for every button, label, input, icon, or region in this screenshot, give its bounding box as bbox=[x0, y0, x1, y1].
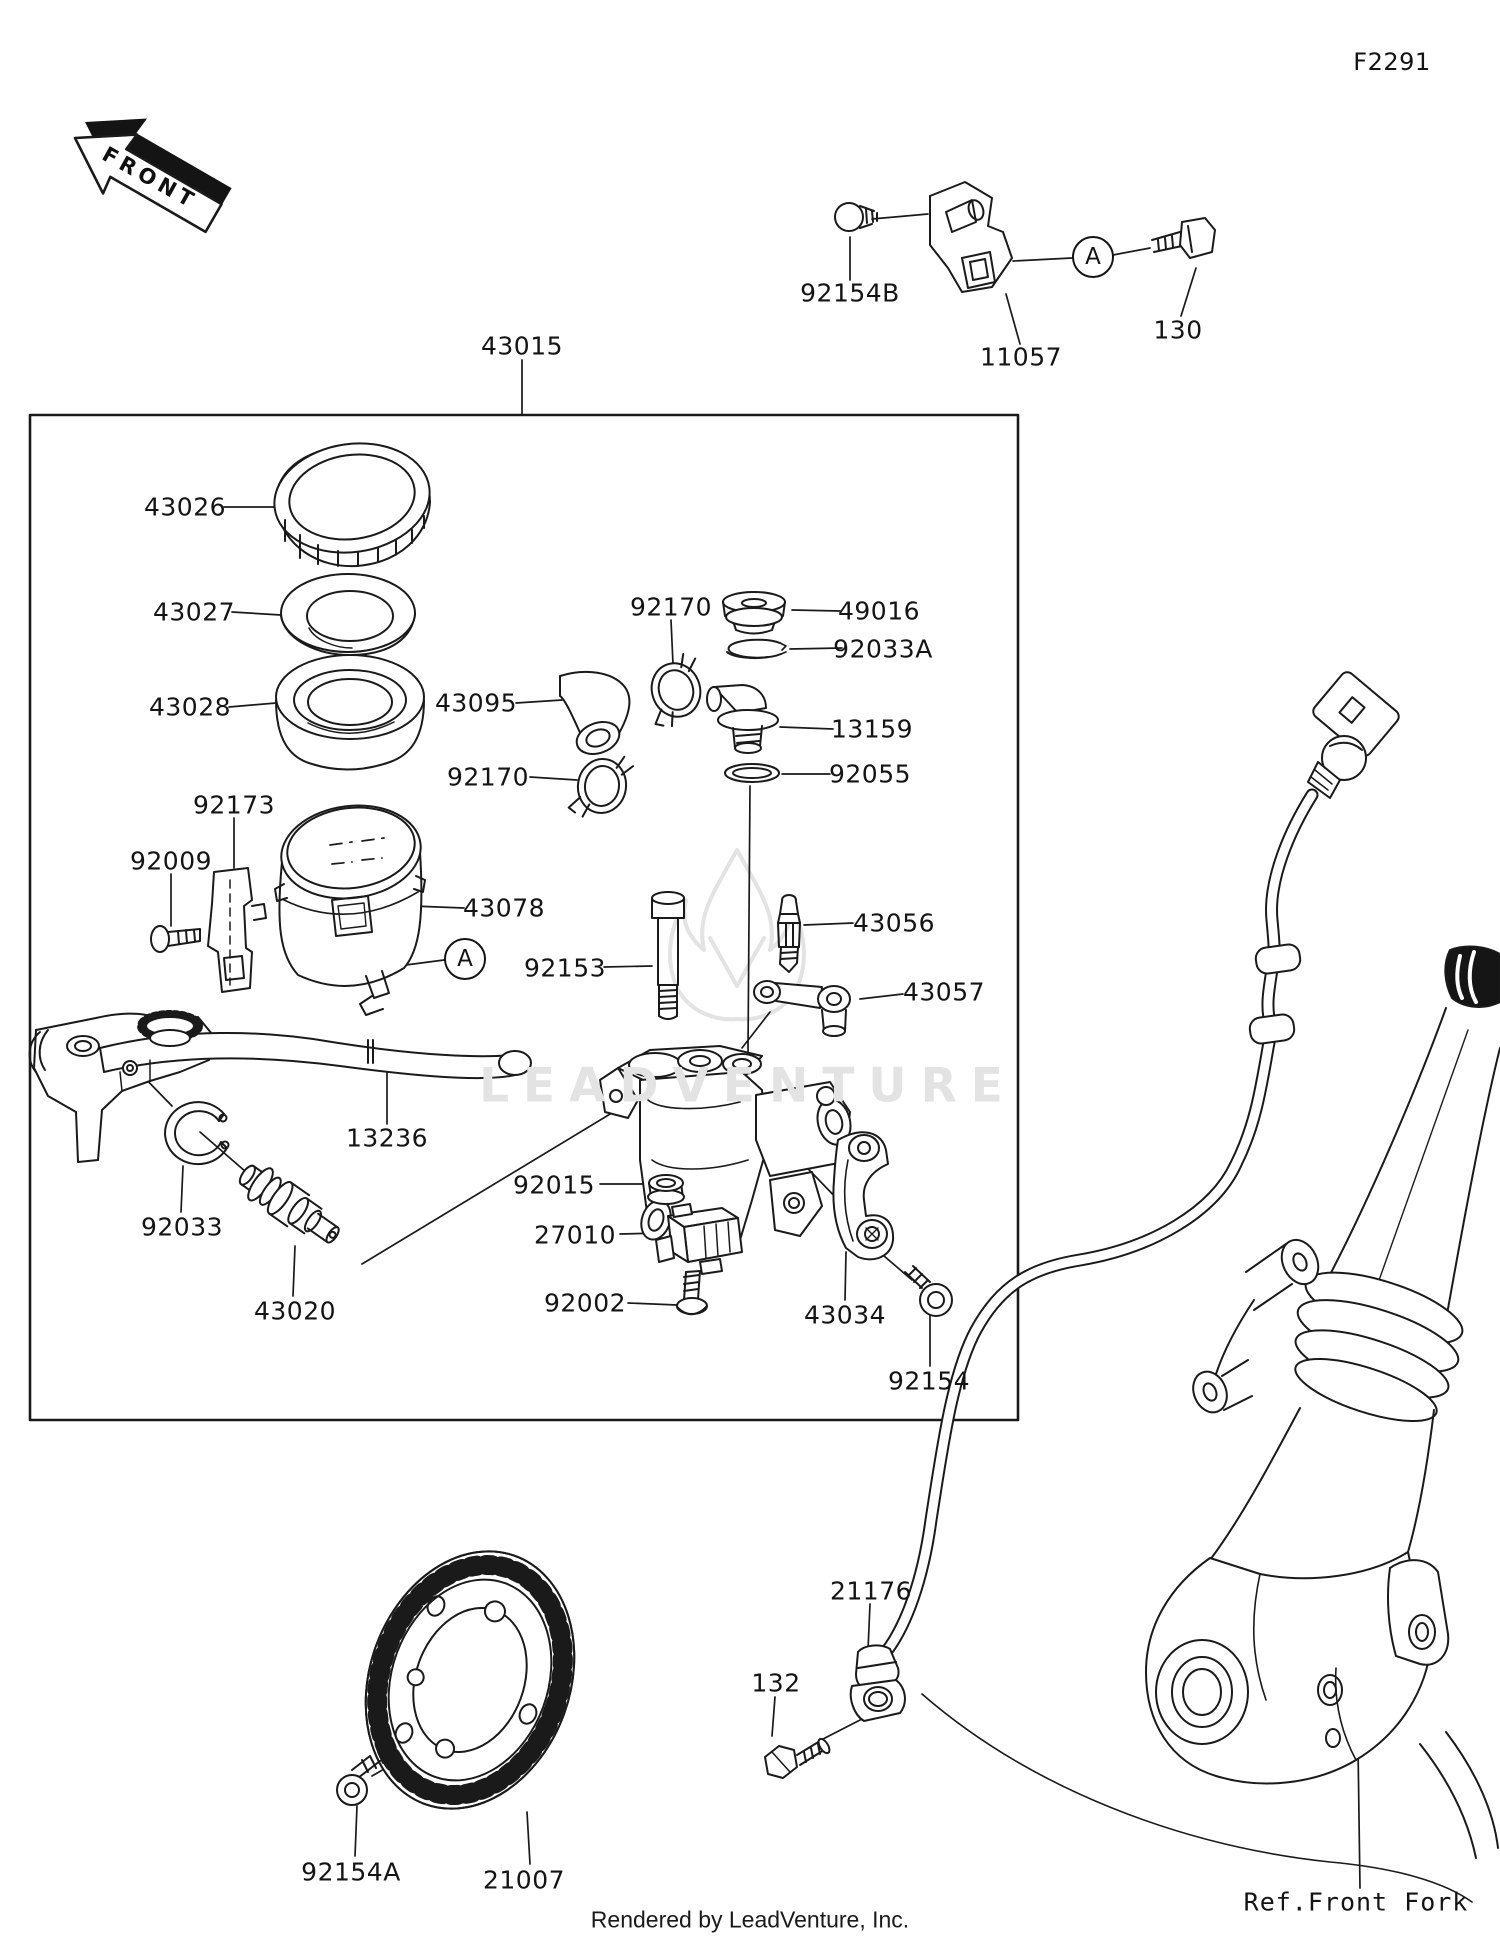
part-label-43028: 43028 bbox=[148, 692, 232, 722]
brake-joint-drawing bbox=[753, 980, 851, 1037]
grommet-drawing bbox=[722, 591, 786, 635]
part-label-43020: 43020 bbox=[253, 1296, 337, 1326]
leader-lines bbox=[136, 213, 1361, 1889]
clamp-bolt-drawing bbox=[904, 1265, 953, 1317]
part-label-92015: 92015 bbox=[512, 1170, 596, 1200]
part-label-11057: 11057 bbox=[979, 342, 1063, 372]
figure-code: F2291 bbox=[1353, 48, 1431, 76]
abs-sensor-drawing bbox=[849, 1644, 906, 1722]
bracket-screw-drawing bbox=[150, 925, 201, 953]
watermark-text: LEADVENTURE bbox=[479, 1058, 1017, 1114]
part-label-43078: 43078 bbox=[462, 893, 546, 923]
lever-drawing bbox=[28, 1010, 532, 1163]
part-label-13159: 13159 bbox=[830, 714, 914, 744]
part-label-13236: 13236 bbox=[345, 1123, 429, 1153]
rotor-screw-drawing bbox=[336, 1751, 384, 1806]
switch-drawing bbox=[655, 1203, 743, 1275]
footer-credit: Rendered by LeadVenture, Inc. bbox=[590, 1906, 910, 1933]
detail-marker-a-reservoir: A bbox=[444, 938, 486, 980]
front-fork-drawing bbox=[921, 945, 1500, 1903]
clamp-holder-drawing bbox=[832, 1131, 895, 1261]
part-label-43056: 43056 bbox=[852, 908, 936, 938]
detail-marker-a-top: A bbox=[1072, 236, 1114, 278]
oring-drawing bbox=[724, 763, 780, 783]
lock-nut-drawing bbox=[647, 1174, 685, 1205]
part-label-92154A: 92154A bbox=[301, 1857, 401, 1887]
part-label-43057: 43057 bbox=[902, 977, 986, 1007]
part-label-21176: 21176 bbox=[829, 1576, 913, 1606]
reference-note: Ref.Front Fork bbox=[1243, 1887, 1469, 1917]
part-label-92170-a: 92170 bbox=[629, 592, 713, 622]
reservoir-drawing bbox=[274, 804, 426, 1016]
bracket-bolt-drawing bbox=[1151, 217, 1216, 259]
front-arrow-icon bbox=[73, 118, 232, 234]
sensor-bracket-drawing bbox=[929, 181, 1013, 293]
part-label-92033A: 92033A bbox=[833, 634, 933, 664]
elbow-fitting-drawing bbox=[706, 684, 779, 754]
watermark-flame-icon bbox=[668, 848, 806, 1022]
switch-screw-drawing bbox=[676, 1270, 708, 1316]
part-label-43026: 43026 bbox=[143, 492, 227, 522]
part-label-43015: 43015 bbox=[480, 331, 564, 361]
hose-drawing bbox=[559, 670, 631, 755]
sensor-cable-drawing bbox=[879, 671, 1400, 1659]
hose-clamp-b-drawing bbox=[567, 755, 635, 818]
part-label-21007: 21007 bbox=[482, 1865, 566, 1895]
part-label-92154B: 92154B bbox=[800, 278, 900, 308]
piston-drawing bbox=[238, 1164, 340, 1244]
assembly-box bbox=[28, 413, 1020, 1422]
part-label-132: 132 bbox=[751, 1668, 801, 1698]
part-label-43034: 43034 bbox=[803, 1300, 887, 1330]
part-label-43027: 43027 bbox=[152, 597, 236, 627]
bracket-screw-b-drawing bbox=[834, 202, 878, 232]
sensor-bolt-drawing bbox=[764, 1737, 831, 1779]
circlip-drawing bbox=[164, 1101, 230, 1166]
part-label-43095: 43095 bbox=[434, 688, 518, 718]
part-label-92002: 92002 bbox=[543, 1288, 627, 1318]
shoulder-bolt-drawing bbox=[651, 891, 685, 1020]
cap-plate-drawing bbox=[280, 573, 416, 656]
part-label-130: 130 bbox=[1153, 315, 1203, 345]
bleeder-valve-drawing bbox=[777, 894, 801, 973]
circlip-small-drawing bbox=[726, 638, 787, 660]
cap-seal-drawing bbox=[275, 654, 425, 771]
part-label-92170-b: 92170 bbox=[446, 762, 530, 792]
part-label-92033: 92033 bbox=[140, 1212, 224, 1242]
sensor-rotor-drawing bbox=[364, 1550, 576, 1810]
part-label-92055: 92055 bbox=[828, 759, 912, 789]
part-label-92009: 92009 bbox=[129, 846, 213, 876]
part-label-92154: 92154 bbox=[887, 1366, 971, 1396]
hose-clamp-a-drawing bbox=[650, 653, 702, 728]
part-label-49016: 49016 bbox=[837, 596, 921, 626]
part-label-27010: 27010 bbox=[533, 1220, 617, 1250]
part-label-92153: 92153 bbox=[523, 953, 607, 983]
reservoir-bracket-drawing bbox=[207, 867, 267, 993]
cap-drawing bbox=[273, 442, 431, 568]
part-label-92173: 92173 bbox=[192, 790, 276, 820]
